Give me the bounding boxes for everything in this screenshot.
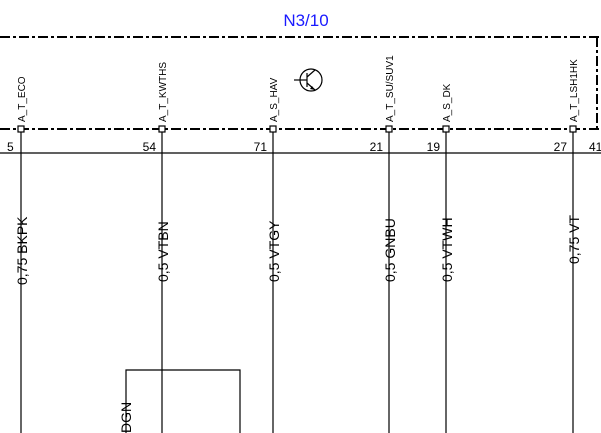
module-title: N3/10 <box>283 11 328 30</box>
component-label: DGN <box>118 402 134 433</box>
pin-column: 19 A_S_DK 0,5 VTWH <box>427 83 455 433</box>
pin-terminal <box>569 125 577 133</box>
pin-number: 19 <box>427 140 441 154</box>
wire-label: 0,5 VTWH <box>439 217 455 282</box>
pin-column: 71 A_S_HAV 0,5 VTGY <box>254 77 282 433</box>
pin-number: 21 <box>370 140 384 154</box>
component-block: DGN <box>118 369 241 433</box>
pin-column: 21 A_T_SU/SUV1 0,5 GNBU <box>370 55 398 433</box>
pin-column-left: A_T_ECO 0,75 BKPK <box>14 76 30 433</box>
transistor-icon <box>294 68 323 92</box>
pin-terminal <box>158 125 166 133</box>
pin-column: 54 A_T_KWTHS 0,5 VTBN <box>143 62 171 433</box>
wire-label: 0,75 VT <box>566 215 582 264</box>
pin-number: 54 <box>143 140 157 154</box>
signal-label: A_T_KWTHS <box>158 62 169 122</box>
wire-label: 0,5 VTBN <box>155 221 171 282</box>
pin-column: 27 A_T_LSH1HK 0,75 VT <box>554 59 582 433</box>
edge-pin-right: 41 <box>589 140 601 154</box>
signal-label: A_T_LSH1HK <box>569 59 580 122</box>
signal-label-left: A_T_ECO <box>17 76 28 122</box>
pin-number: 27 <box>554 140 568 154</box>
pin-terminal <box>269 125 277 133</box>
wire-label: 0,5 GNBU <box>382 218 398 282</box>
wire-label: 0,5 VTGY <box>266 220 282 282</box>
edge-pin-left: 5 <box>7 140 14 154</box>
pin-terminal <box>385 125 393 133</box>
pin-number: 71 <box>254 140 268 154</box>
signal-label: A_S_HAV <box>269 77 280 122</box>
signal-label: A_S_DK <box>442 83 453 122</box>
wire-label-left: 0,75 BKPK <box>14 216 30 285</box>
pin-terminal <box>442 125 450 133</box>
signal-label: A_T_SU/SUV1 <box>385 55 396 122</box>
